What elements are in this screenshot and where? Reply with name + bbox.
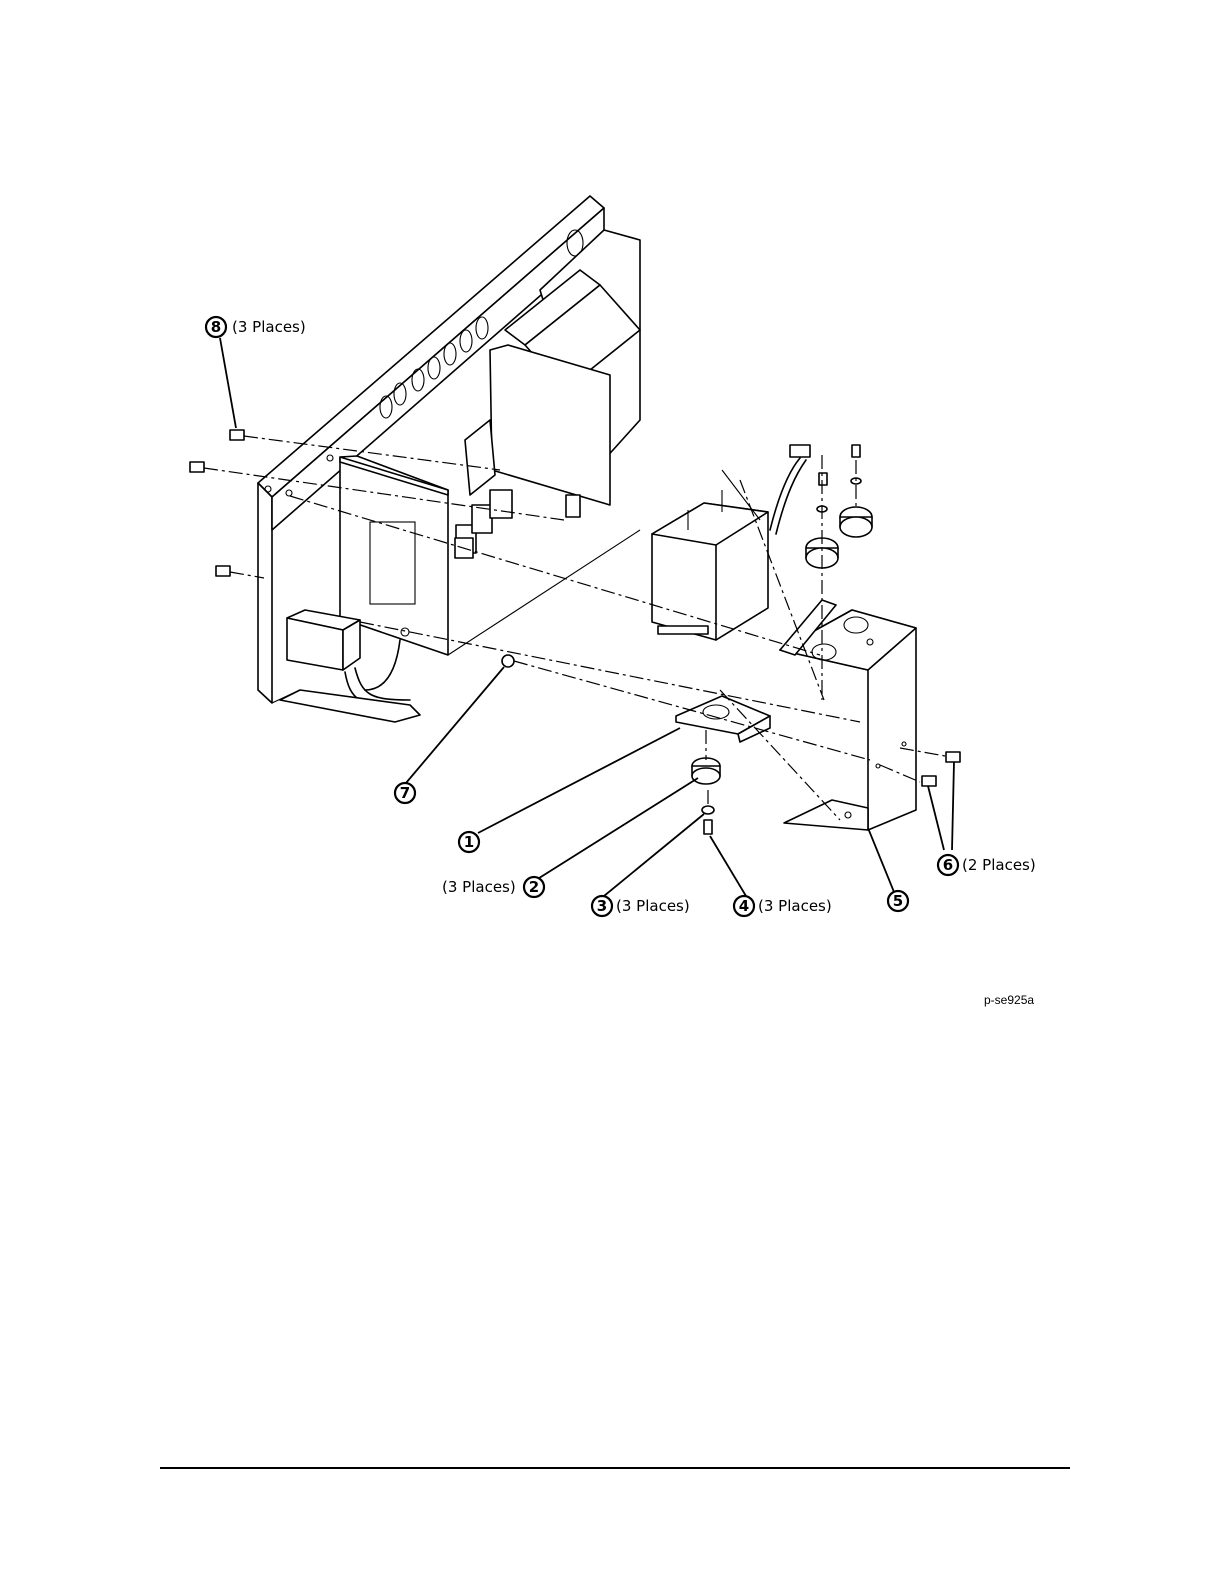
- callout-2-number: 2: [529, 878, 539, 896]
- callout-3-number: 3: [597, 897, 607, 915]
- callout-6: 6 (2 Places): [938, 855, 1036, 875]
- isolator-plate: [676, 696, 770, 742]
- callout-6-number: 6: [943, 856, 953, 874]
- callout-8-number: 8: [211, 318, 221, 336]
- rear-board: [465, 345, 610, 517]
- figure-id: p-se925a: [984, 993, 1034, 1007]
- callout-8-note: (3 Places): [232, 318, 306, 336]
- callout-4-number: 4: [739, 897, 749, 915]
- callout-3-note: (3 Places): [616, 897, 690, 915]
- bracket: [780, 600, 916, 830]
- callout-4: 4 (3 Places): [734, 896, 832, 916]
- lower-hardware: [692, 758, 720, 834]
- callout-2-note: (3 Places): [442, 878, 516, 896]
- callout-7: 7: [395, 783, 415, 803]
- callout-1: 1: [459, 832, 479, 852]
- callout-5: 5: [888, 891, 908, 911]
- callout-5-number: 5: [893, 892, 903, 910]
- callout-6-note: (2 Places): [962, 856, 1036, 874]
- footer-rule: [160, 1467, 1070, 1469]
- callout-4-note: (3 Places): [758, 897, 832, 915]
- motor-box: [652, 445, 810, 640]
- callout-2: (3 Places) 2: [442, 877, 544, 897]
- callout-1-number: 1: [464, 833, 474, 851]
- upper-hardware: [806, 445, 872, 568]
- callout-8: 8 (3 Places): [206, 317, 306, 337]
- callout-7-number: 7: [400, 784, 410, 802]
- callout-3: 3 (3 Places): [592, 896, 690, 916]
